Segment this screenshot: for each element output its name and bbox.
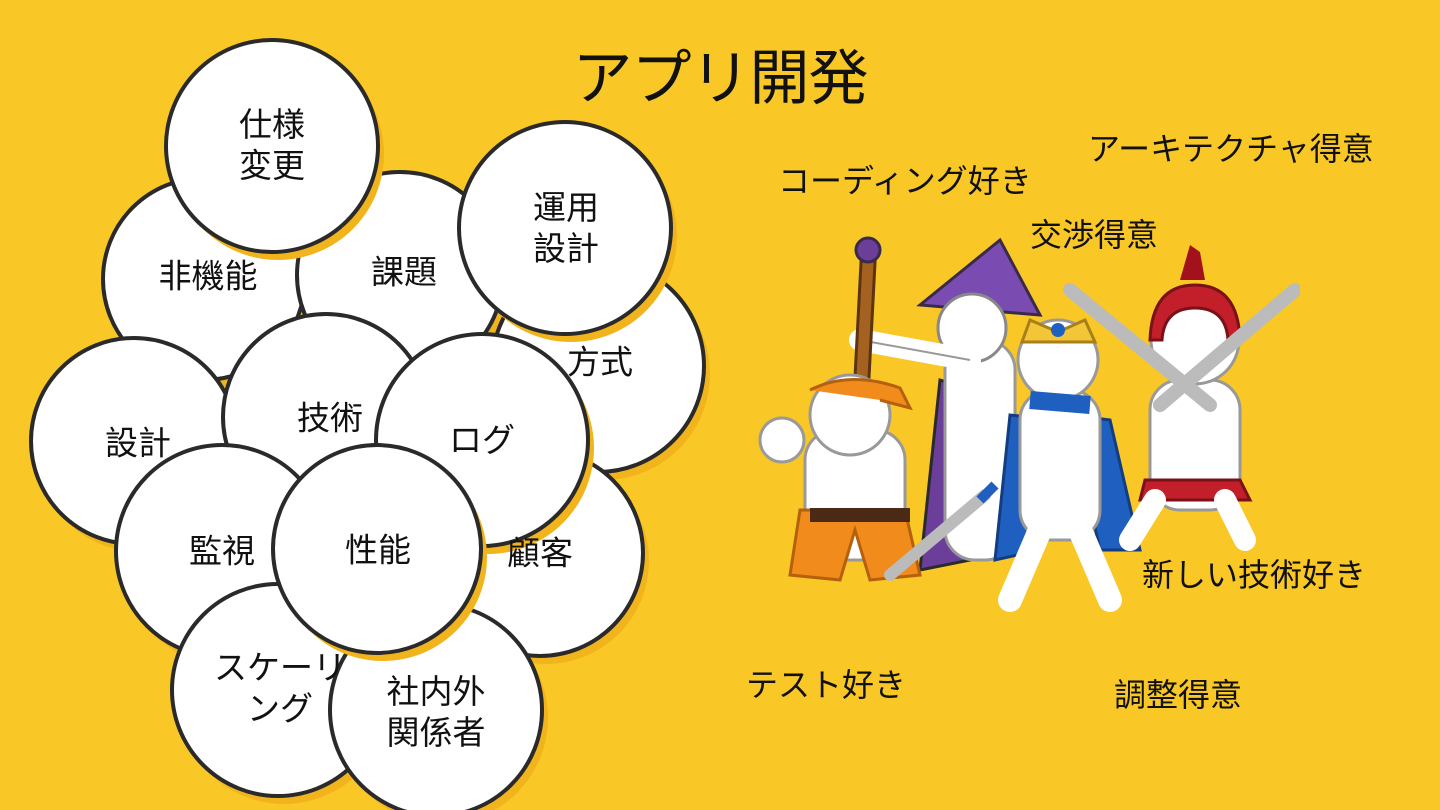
bubble-performance <box>271 443 487 661</box>
bubble-label-design: 設計 <box>105 423 171 463</box>
trait-coding: コーディング好き <box>778 162 1032 200</box>
bubble-label-monitoring: 監視 <box>189 531 255 571</box>
bubble-label-stakeholders: 社内外 関係者 <box>386 671 486 752</box>
trait-negotiation: 交渉得意 <box>1030 216 1159 254</box>
bubble-spec-change <box>164 38 384 260</box>
hero-figure <box>884 317 1142 612</box>
slide-title: アプリ開発 <box>572 44 869 114</box>
bubble-label-non-functional: 非機能 <box>158 256 258 296</box>
bubble-label-performance: 性能 <box>345 530 411 570</box>
bubble-label-method: 方式 <box>567 342 633 382</box>
trait-coordination: 調整得意 <box>1114 676 1243 714</box>
bubble-label-scaling: スケーリ ング <box>214 647 346 728</box>
knight-figure <box>1063 245 1300 551</box>
trait-testing: テスト好き <box>746 666 907 704</box>
bubble-label-spec-change: 仕様 変更 <box>239 104 305 185</box>
bubble-label-customer: 顧客 <box>507 533 573 573</box>
bubble-label-issues: 課題 <box>371 252 437 292</box>
fighter-figure <box>758 373 922 582</box>
trait-new-tech: 新しい技術好き <box>1142 556 1367 594</box>
bubble-label-technology: 技術 <box>297 398 363 438</box>
trait-architecture: アーキテクチャ得意 <box>1088 130 1374 168</box>
bubble-ops-design <box>457 120 677 342</box>
wizard-figure <box>849 236 1043 572</box>
bubble-label-log: ログ <box>449 420 515 460</box>
bubble-label-ops-design: 運用 設計 <box>533 187 599 268</box>
hero-party-illustration <box>758 236 1300 612</box>
